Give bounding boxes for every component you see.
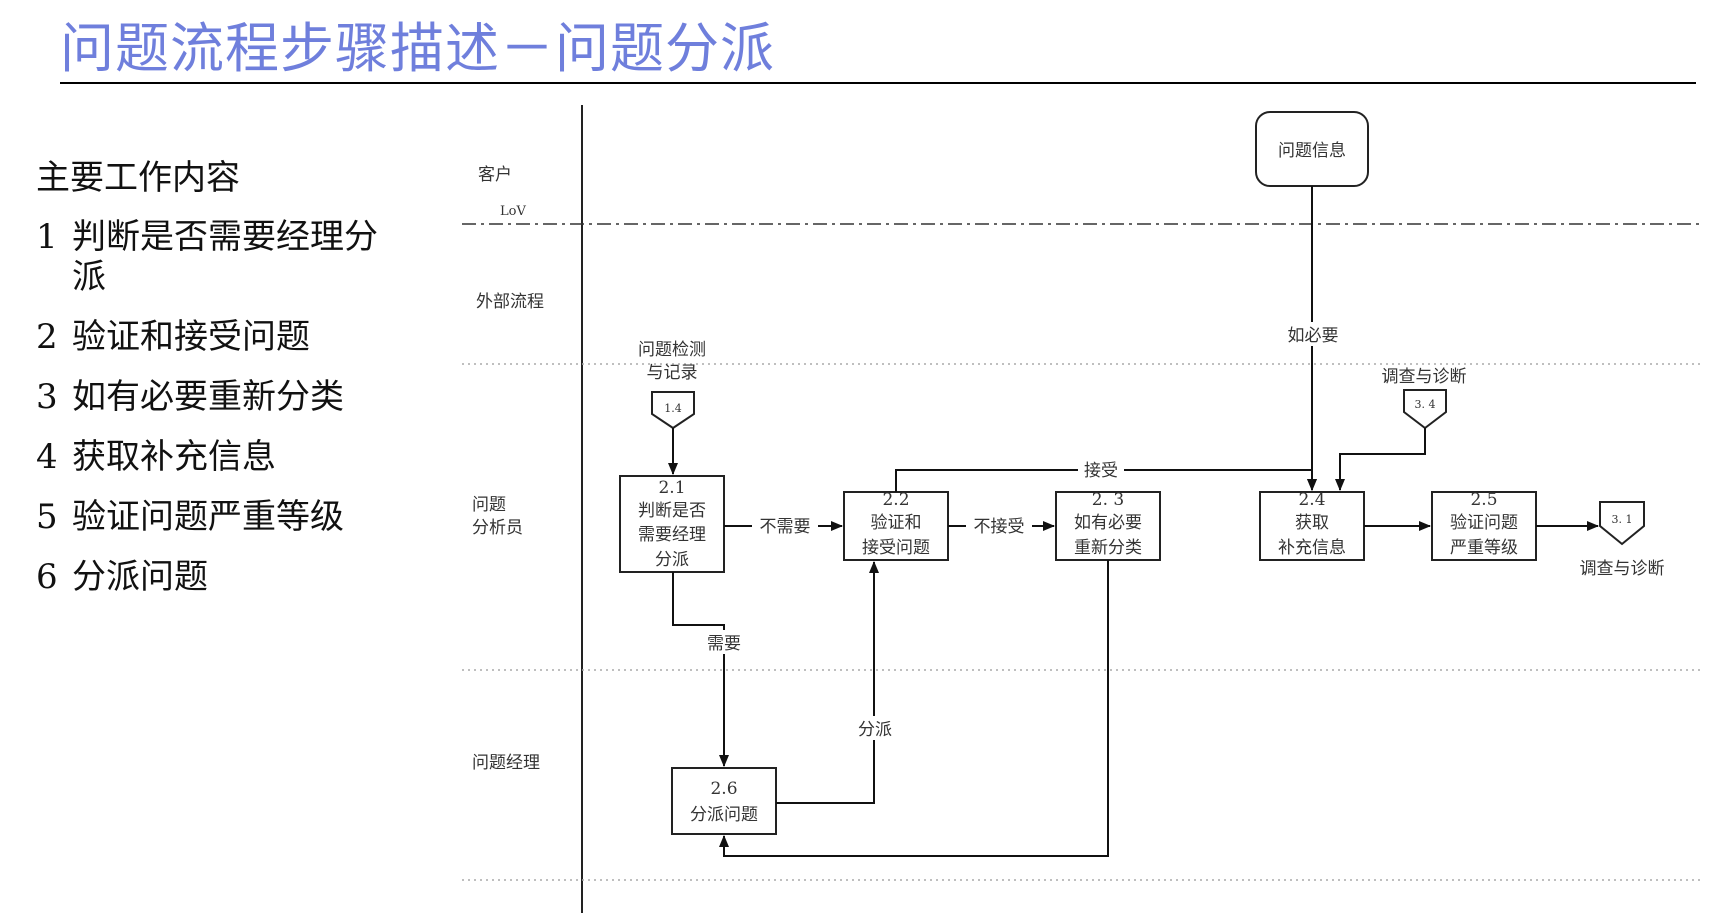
- edge-label-bg: [966, 513, 1032, 537]
- connector-1-4-number: 1.4: [664, 402, 682, 415]
- process-box-2-3-number: 2. 3: [1092, 490, 1124, 510]
- connector-3-4-number: 3. 4: [1415, 398, 1436, 411]
- process-box-2-1-text: 判断是否: [638, 501, 706, 521]
- work-item-text: 获取补充信息: [72, 437, 276, 477]
- work-item: 3 如有必要重新分类: [36, 377, 392, 417]
- connector-1-4: [651, 391, 695, 430]
- work-item-number: 2: [36, 317, 58, 357]
- lane-label-analyst: 分析员: [472, 518, 523, 538]
- process-box-2-4-number: 2.4: [1298, 490, 1325, 510]
- process-box-2-6-text: 分派问题: [690, 805, 758, 825]
- process-box-2-2-text: 接受问题: [862, 538, 930, 558]
- work-content-heading: 主要工作内容: [36, 158, 240, 198]
- work-item-text: 如有必要重新分类: [72, 377, 344, 417]
- process-box-2-6: [671, 767, 777, 835]
- process-box-2-3-text: 重新分类: [1074, 538, 1142, 558]
- process-box-2-2-number: 2.2: [882, 490, 909, 510]
- process-box-2-1-text: 需要经理: [638, 525, 706, 545]
- process-box-2-5-number: 2.5: [1470, 490, 1497, 510]
- connector-3-1-number: 3. 1: [1612, 513, 1633, 526]
- process-box-2-4-text: 获取: [1295, 513, 1329, 533]
- work-item: 5 验证问题严重等级: [36, 497, 392, 537]
- work-content-list: 1 判断是否需要经理分派 2 验证和接受问题 3 如有必要重新分类 4 获取补充信息 5…: [36, 217, 392, 597]
- work-item-text: 验证和接受问题: [72, 317, 310, 357]
- lane-label-customer: 客户: [478, 165, 512, 185]
- process-box-2-5-text: 严重等级: [1450, 538, 1518, 558]
- work-item: 2 验证和接受问题: [36, 317, 392, 357]
- process-box-2-3: [1055, 491, 1161, 561]
- work-item-number: 1: [36, 217, 58, 257]
- connector-1-4-label: 与记录: [647, 363, 698, 383]
- edge-2-2-to-2-4: [895, 469, 1312, 492]
- edge-label-not-needed: 不需要: [760, 517, 811, 537]
- lane-label-lov: LoV: [500, 204, 526, 219]
- work-item-number: 3: [36, 377, 58, 417]
- work-item: 1 判断是否需要经理分派: [36, 217, 392, 297]
- connector-3-4-label: 调查与诊断: [1382, 367, 1467, 387]
- process-box-2-4-text: 补充信息: [1278, 538, 1346, 558]
- problem-info-label: 问题信息: [1278, 141, 1346, 161]
- lane-label-manager: 问题经理: [472, 753, 540, 773]
- process-box-2-5: [1431, 491, 1537, 561]
- edge-label-bg: [852, 716, 898, 740]
- work-item-number: 4: [36, 437, 58, 477]
- edge-label-assign: 分派: [858, 720, 892, 740]
- edge-label-bg: [752, 513, 818, 537]
- work-item-text: 验证问题严重等级: [72, 497, 344, 537]
- page-title: 问题流程步骤描述－问题分派: [60, 17, 775, 80]
- edge-label-if-needed: 如必要: [1288, 326, 1339, 346]
- edge-2-6-to-2-2: [776, 561, 879, 804]
- connector-1-4-label: 问题检测: [638, 340, 706, 360]
- work-item: 6 分派问题: [36, 557, 392, 597]
- connector-3-1-label: 调查与诊断: [1580, 559, 1665, 579]
- process-box-2-1-text: 分派: [655, 550, 689, 570]
- edge-label-bg: [700, 630, 748, 654]
- edge-label-accept: 接受: [1084, 461, 1118, 481]
- edge-2-3-to-2-6: [719, 560, 1109, 857]
- process-box-2-1-number: 2.1: [658, 478, 685, 498]
- work-item-number: 6: [36, 557, 58, 597]
- lane-label-external: 外部流程: [476, 292, 544, 312]
- connector-3-4: [1403, 389, 1447, 430]
- edge-label-needed: 需要: [707, 634, 741, 654]
- process-box-2-5-text: 验证问题: [1450, 513, 1518, 533]
- lane-label-analyst: 问题: [472, 495, 506, 515]
- work-item: 4 获取补充信息: [36, 437, 392, 477]
- process-box-2-4: [1259, 491, 1365, 561]
- title-divider: [60, 82, 1696, 84]
- edge-2-1-to-2-6: [672, 572, 729, 767]
- process-box-2-2-text: 验证和: [871, 513, 922, 533]
- process-box-2-6-number: 2.6: [710, 779, 737, 799]
- work-item-number: 5: [36, 497, 58, 537]
- edge-label-bg: [1282, 322, 1344, 346]
- edge-label-bg: [1078, 457, 1124, 481]
- work-item-text: 分派问题: [72, 557, 208, 597]
- edge-label-not-accepted: 不接受: [974, 517, 1025, 537]
- connector-3-1: [1599, 501, 1645, 546]
- work-item-text: 判断是否需要经理分派: [72, 217, 378, 297]
- edge-3-4-to-2-4: [1335, 428, 1426, 491]
- process-box-2-3-text: 如有必要: [1074, 513, 1142, 533]
